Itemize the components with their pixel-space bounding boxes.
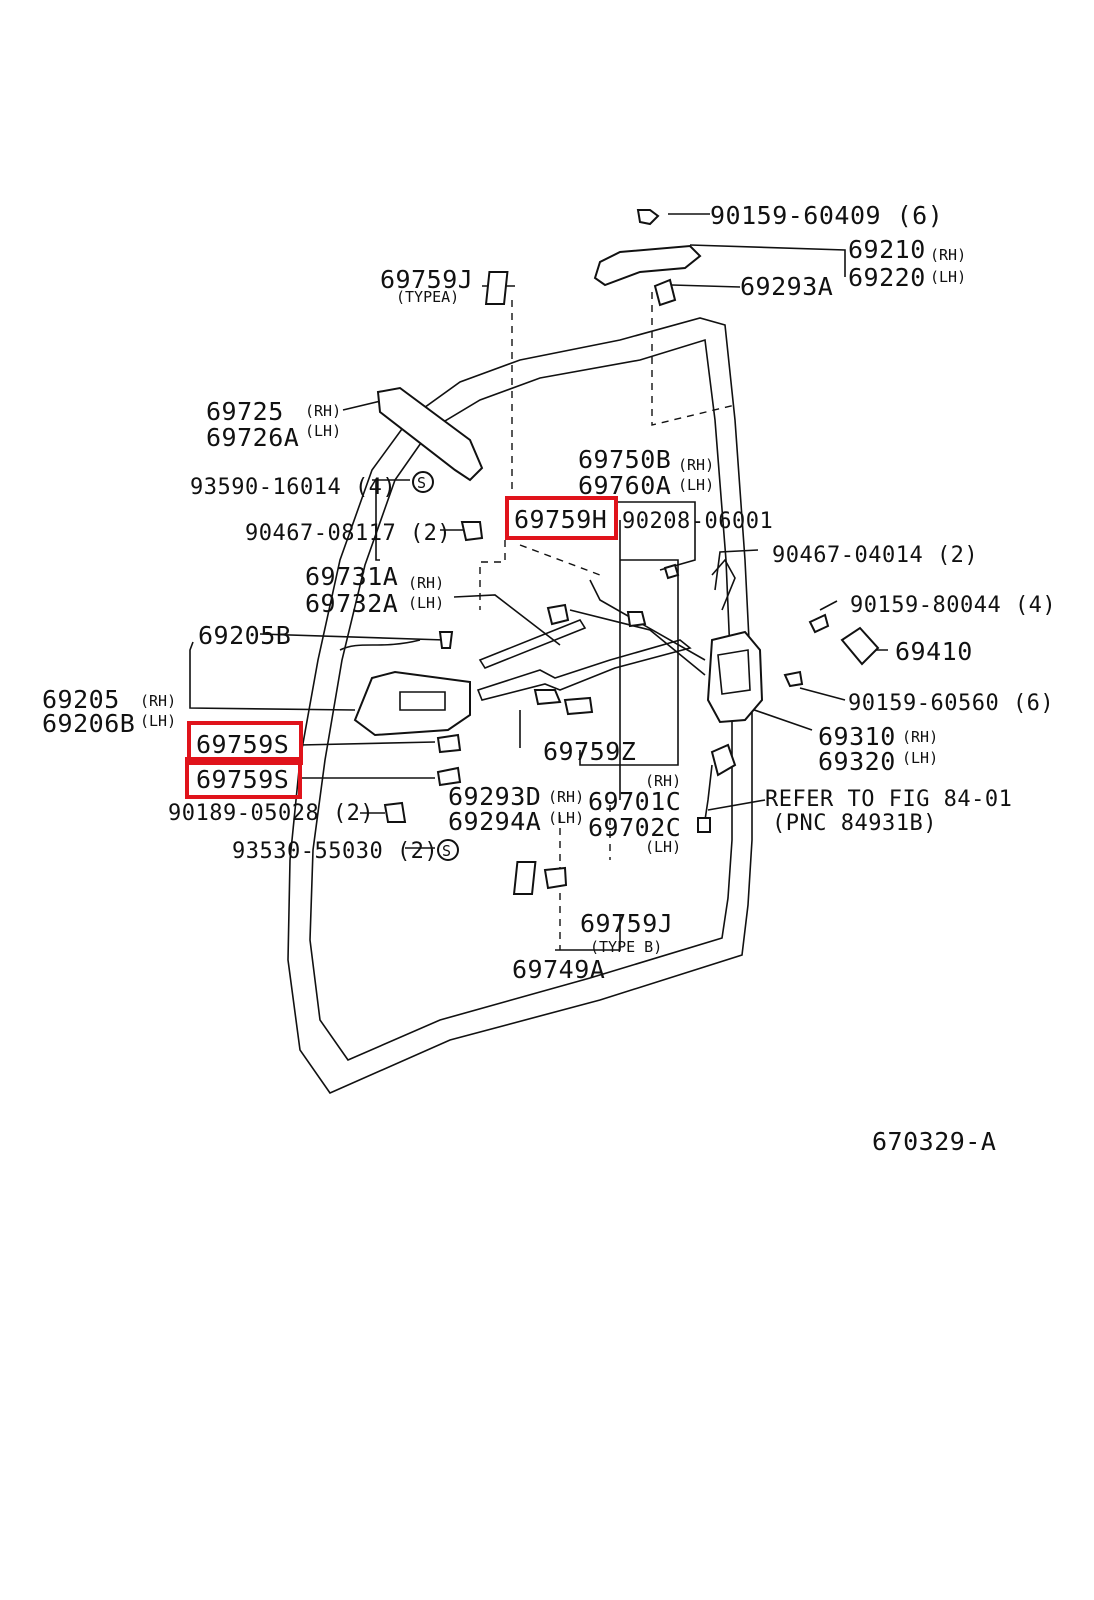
label-69210: 69210 — [848, 235, 926, 264]
label-69206B: 69206B — [42, 709, 135, 738]
door-lock-assembly — [706, 630, 764, 724]
label-69759S-upper: 69759S — [196, 730, 289, 759]
label-69701C: 69701C — [588, 787, 681, 816]
parts: S S — [353, 209, 880, 895]
svg-text:(RH): (RH) — [645, 772, 681, 790]
block-type-b — [512, 861, 537, 895]
connector-icon — [546, 603, 570, 626]
svg-text:(RH): (RH) — [408, 574, 444, 592]
svg-text:(LH): (LH) — [645, 838, 681, 856]
label-69731A: 69731A — [305, 562, 398, 591]
svg-text:S: S — [442, 842, 451, 860]
label-69220: 69220 — [848, 263, 926, 292]
s-symbol-icon — [437, 839, 459, 861]
label-69760A: 69760A — [578, 471, 671, 500]
svg-text:(RH): (RH) — [678, 456, 714, 474]
label-69759J-type-a: 69759J — [380, 265, 473, 294]
striker — [840, 626, 880, 666]
label-69320: 69320 — [818, 747, 896, 776]
label-69759Z: 69759Z — [543, 737, 636, 766]
label-90467-04014: 90467-04014 (2) — [772, 543, 978, 568]
refer-text-2: (PNC 84931B) — [772, 811, 937, 836]
label-90159-60560: 90159-60560 (6) — [848, 691, 1054, 716]
label-69749A: 69749A — [512, 955, 605, 984]
svg-text:(LH): (LH) — [930, 268, 966, 286]
label-93530-55030: 93530-55030 (2) — [232, 839, 438, 864]
svg-text:(RH): (RH) — [140, 692, 176, 710]
clip-icon — [460, 521, 484, 542]
block-type-a — [484, 271, 509, 305]
label-69759J-type-b: 69759J — [580, 909, 673, 938]
svg-text:(RH): (RH) — [902, 728, 938, 746]
clip-icon — [383, 801, 407, 823]
connector-icon — [533, 689, 562, 706]
refer-text-1: REFER TO FIG 84-01 — [765, 787, 1012, 812]
svg-text:(LH): (LH) — [140, 712, 176, 730]
label-90208-06001: 90208-06001 — [622, 509, 773, 534]
highlight-69759S-lower — [185, 757, 302, 799]
screw-icon — [636, 209, 660, 226]
svg-text:(LH): (LH) — [678, 476, 714, 494]
s-symbol-icon — [412, 471, 434, 493]
svg-text:(LH): (LH) — [902, 749, 938, 767]
svg-text:(RH): (RH) — [930, 246, 966, 264]
label-90159-60409: 90159-60409 (6) — [710, 201, 943, 230]
svg-text:(LH): (LH) — [305, 422, 341, 440]
inside-handle — [353, 670, 471, 737]
label-93590-16014: 93590-16014 (4) — [190, 475, 396, 500]
nut-icon — [663, 563, 680, 580]
door-panel-outline — [287, 317, 753, 1094]
label-69294A: 69294A — [448, 807, 541, 836]
highlight-69759H — [505, 496, 618, 540]
dashed-leaders — [479, 292, 736, 950]
label-69293D: 69293D — [448, 782, 541, 811]
svg-text:(TYPE B): (TYPE B) — [590, 938, 662, 956]
screw-icon — [438, 631, 454, 649]
label-69702C: 69702C — [588, 813, 681, 842]
bracket — [376, 386, 484, 482]
label-69410: 69410 — [895, 637, 973, 666]
highlight-boxes — [185, 496, 618, 799]
connector-icon — [543, 866, 568, 890]
connector-icon — [563, 696, 594, 716]
label-69750B: 69750B — [578, 445, 671, 474]
label-69732A: 69732A — [305, 589, 398, 618]
svg-text:(RH): (RH) — [548, 788, 584, 806]
svg-text:(LH): (LH) — [548, 809, 584, 827]
label-69205: 69205 — [42, 685, 120, 714]
label-69293A: 69293A — [740, 272, 833, 301]
label-69310: 69310 — [818, 722, 896, 751]
connector-plug — [697, 817, 711, 833]
label-69759H: 69759H — [514, 505, 607, 534]
label-69726A: 69726A — [206, 423, 299, 452]
svg-text:S: S — [417, 474, 426, 492]
clip-icon — [653, 278, 677, 307]
label-69205B: 69205B — [198, 621, 291, 650]
outside-handle — [593, 244, 702, 287]
label-90189-05028: 90189-05028 (2) — [168, 801, 374, 826]
screw-icon — [783, 670, 804, 688]
clip-icon — [436, 733, 462, 754]
figure-code: 670329-A — [872, 1127, 996, 1156]
svg-text:(TYPEA): (TYPEA) — [396, 288, 459, 306]
highlight-69759S-upper — [187, 721, 303, 765]
actuator — [710, 743, 737, 777]
label-69759S-lower: 69759S — [196, 765, 289, 794]
label-90159-80044: 90159-80044 (4) — [850, 593, 1056, 618]
label-69725: 69725 — [206, 397, 284, 426]
label-90467-08117: 90467-08117 (2) — [245, 521, 451, 546]
svg-text:(LH): (LH) — [408, 594, 444, 612]
part-labels: 90159-60409 (6) 69210 (RH) 69220 (LH) 69… — [42, 201, 1056, 1156]
screw-icon — [808, 613, 830, 634]
svg-text:(RH): (RH) — [305, 402, 341, 420]
clip-icon — [436, 766, 462, 787]
bolt-icon — [626, 611, 647, 628]
